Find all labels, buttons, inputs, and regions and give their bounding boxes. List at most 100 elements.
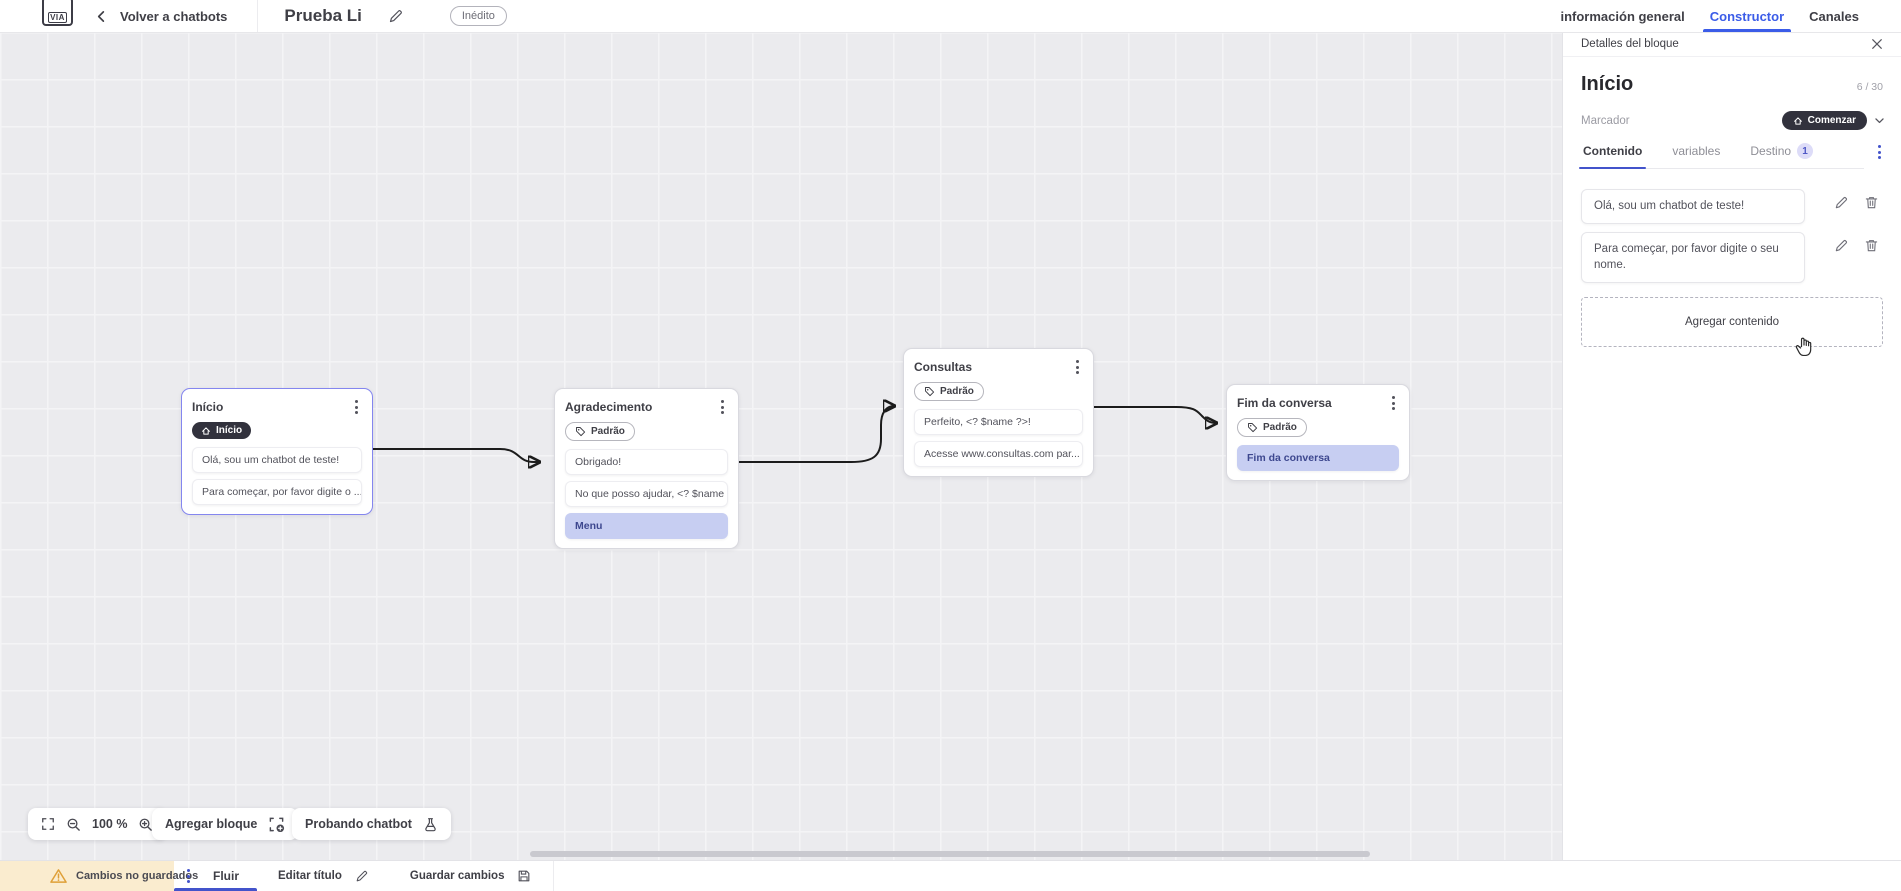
flow-node[interactable]: Início Início Olá, sou um chatbot de tes… <box>181 388 373 515</box>
node-menu-icon[interactable] <box>1072 358 1083 376</box>
node-message-item[interactable]: Perfeito, <? $name ?>! <box>914 409 1083 435</box>
node-message-item[interactable]: Obrigado! <box>565 449 728 475</box>
node-type-badge[interactable]: Padrão <box>1237 418 1307 437</box>
flow-node[interactable]: Consultas Padrão Perfeito, <? $name ?>! A… <box>903 348 1094 477</box>
node-badge-label: Início <box>216 424 243 436</box>
edit-title-pencil-icon[interactable] <box>388 8 404 24</box>
status-badge: Inédito <box>449 6 507 26</box>
status-bar: Cambios no guardados Fluir Editar título… <box>0 860 1901 891</box>
flow-node[interactable]: Fim da conversa Padrão Fim da conversa <box>1226 384 1410 481</box>
save-icon <box>517 869 531 883</box>
trash-icon[interactable] <box>1864 195 1879 210</box>
app-logo: VIA <box>42 0 73 26</box>
flow-tab[interactable]: Fluir <box>174 861 257 891</box>
node-badge-label: Padrão <box>940 385 974 397</box>
home-icon <box>201 426 211 436</box>
save-changes-label: Guardar cambios <box>409 870 505 882</box>
flow-node[interactable]: Agradecimento Padrão Obrigado! No que pos… <box>554 388 739 549</box>
node-badge-label: Padrão <box>591 425 625 437</box>
node-message-item[interactable]: Fim da conversa <box>1237 445 1399 471</box>
flask-icon <box>423 817 438 832</box>
node-menu-icon[interactable] <box>717 398 728 416</box>
char-counter: 6 / 30 <box>1856 81 1883 93</box>
zoom-in-icon[interactable] <box>138 817 153 832</box>
content-row: Para começar, por favor digite o seu nom… <box>1581 231 1885 284</box>
warning-icon <box>50 868 67 884</box>
node-message-item[interactable]: Para começar, por favor digite o ... <box>192 479 362 505</box>
node-title: Consultas <box>914 360 973 374</box>
test-chatbot-button[interactable]: Probando chatbot <box>292 808 451 840</box>
zoom-toolbar: 100 % <box>28 808 167 840</box>
zoom-level: 100 % <box>92 817 128 831</box>
tab-destino[interactable]: Destino 1 <box>1748 143 1815 168</box>
node-title: Início <box>192 400 224 414</box>
node-title: Fim da conversa <box>1237 396 1332 410</box>
content-message[interactable]: Olá, sou um chatbot de teste! <box>1581 189 1805 224</box>
back-label: Volver a chatbots <box>120 8 228 24</box>
tab-contenido[interactable]: Contenido <box>1578 143 1647 169</box>
edit-pencil-icon[interactable] <box>1834 238 1849 253</box>
top-bar: VIA Volver a chatbots Prueba Li Inédito … <box>0 0 1901 33</box>
canvas-horizontal-scrollbar[interactable] <box>530 851 1370 857</box>
header-divider <box>257 0 259 32</box>
block-details-panel: Detalles del bloque Início 6 / 30 Marcad… <box>1562 32 1901 861</box>
destino-count-badge: 1 <box>1797 143 1814 159</box>
tab-canales[interactable]: Canales <box>1809 8 1859 24</box>
node-message-item[interactable]: Acesse www.consultas.com par... <box>914 441 1083 467</box>
chevron-left-icon <box>95 10 108 23</box>
back-to-chatbots[interactable]: Volver a chatbots <box>95 9 227 24</box>
node-title: Agradecimento <box>565 400 653 414</box>
edit-title-label: Editar título <box>278 870 342 882</box>
unsaved-changes-label: Cambios no guardados <box>76 870 199 882</box>
pencil-icon <box>355 869 369 883</box>
header-tabs: información general Constructor Canales <box>1560 0 1859 32</box>
tag-icon <box>1247 422 1258 433</box>
flow-tab-label: Fluir <box>213 869 239 883</box>
fit-screen-icon[interactable] <box>41 817 55 831</box>
tab-constructor[interactable]: Constructor <box>1702 0 1792 32</box>
tag-icon <box>575 426 586 437</box>
edit-title-button[interactable]: Editar título <box>278 861 369 891</box>
panel-title: Detalles del bloque <box>1581 38 1679 50</box>
node-items: Perfeito, <? $name ?>! Acesse www.consult… <box>914 409 1083 467</box>
marker-value-pill[interactable]: Comenzar <box>1781 111 1867 130</box>
flow-tab-menu-icon[interactable] <box>183 867 194 885</box>
chevron-down-icon[interactable] <box>1874 115 1885 126</box>
trash-icon[interactable] <box>1864 238 1879 253</box>
add-content-button[interactable]: Agregar contenido <box>1581 297 1883 348</box>
node-menu-icon[interactable] <box>351 398 362 416</box>
node-items: Fim da conversa <box>1237 445 1399 471</box>
connection-inicio-agradecimento <box>372 448 539 462</box>
block-name: Início <box>1581 73 1634 95</box>
add-block-icon <box>268 816 285 833</box>
connection-consultas-fim <box>1093 406 1216 423</box>
node-items: Obrigado! No que posso ajudar, <? $name .… <box>565 449 728 539</box>
test-chatbot-label: Probando chatbot <box>305 817 412 831</box>
marker-label: Marcador <box>1581 114 1630 127</box>
tab-informacion-general[interactable]: información general <box>1560 8 1685 24</box>
panel-menu-icon[interactable] <box>1874 143 1885 161</box>
content-message[interactable]: Para começar, por favor digite o seu nom… <box>1581 231 1805 284</box>
add-block-label: Agregar bloque <box>165 817 258 831</box>
zoom-out-icon[interactable] <box>66 817 81 832</box>
node-message-item[interactable]: Menu <box>565 513 728 539</box>
tab-variables[interactable]: variables <box>1672 144 1721 158</box>
chatbot-title: Prueba Li <box>284 6 362 25</box>
node-type-badge[interactable]: Padrão <box>565 422 635 441</box>
flow-canvas[interactable]: Início Início Olá, sou um chatbot de tes… <box>0 32 1562 861</box>
add-block-button[interactable]: Agregar bloque <box>152 808 299 840</box>
content-row: Olá, sou um chatbot de teste! <box>1581 189 1885 224</box>
close-icon[interactable] <box>1869 36 1885 52</box>
save-changes-button[interactable]: Guardar cambios <box>410 861 532 891</box>
unsaved-changes-chip: Cambios no guardados <box>0 861 198 891</box>
node-message-item[interactable]: Olá, sou um chatbot de teste! <box>192 447 362 473</box>
statusbar-divider <box>553 861 555 891</box>
node-type-badge[interactable]: Início <box>192 422 252 439</box>
node-type-badge[interactable]: Padrão <box>914 382 984 401</box>
node-items: Olá, sou um chatbot de teste! Para começa… <box>192 447 362 505</box>
tag-icon <box>924 386 935 397</box>
node-message-item[interactable]: No que posso ajudar, <? $name ... <box>565 481 728 507</box>
node-menu-icon[interactable] <box>1388 394 1399 412</box>
home-icon <box>1793 116 1803 126</box>
edit-pencil-icon[interactable] <box>1834 195 1849 210</box>
